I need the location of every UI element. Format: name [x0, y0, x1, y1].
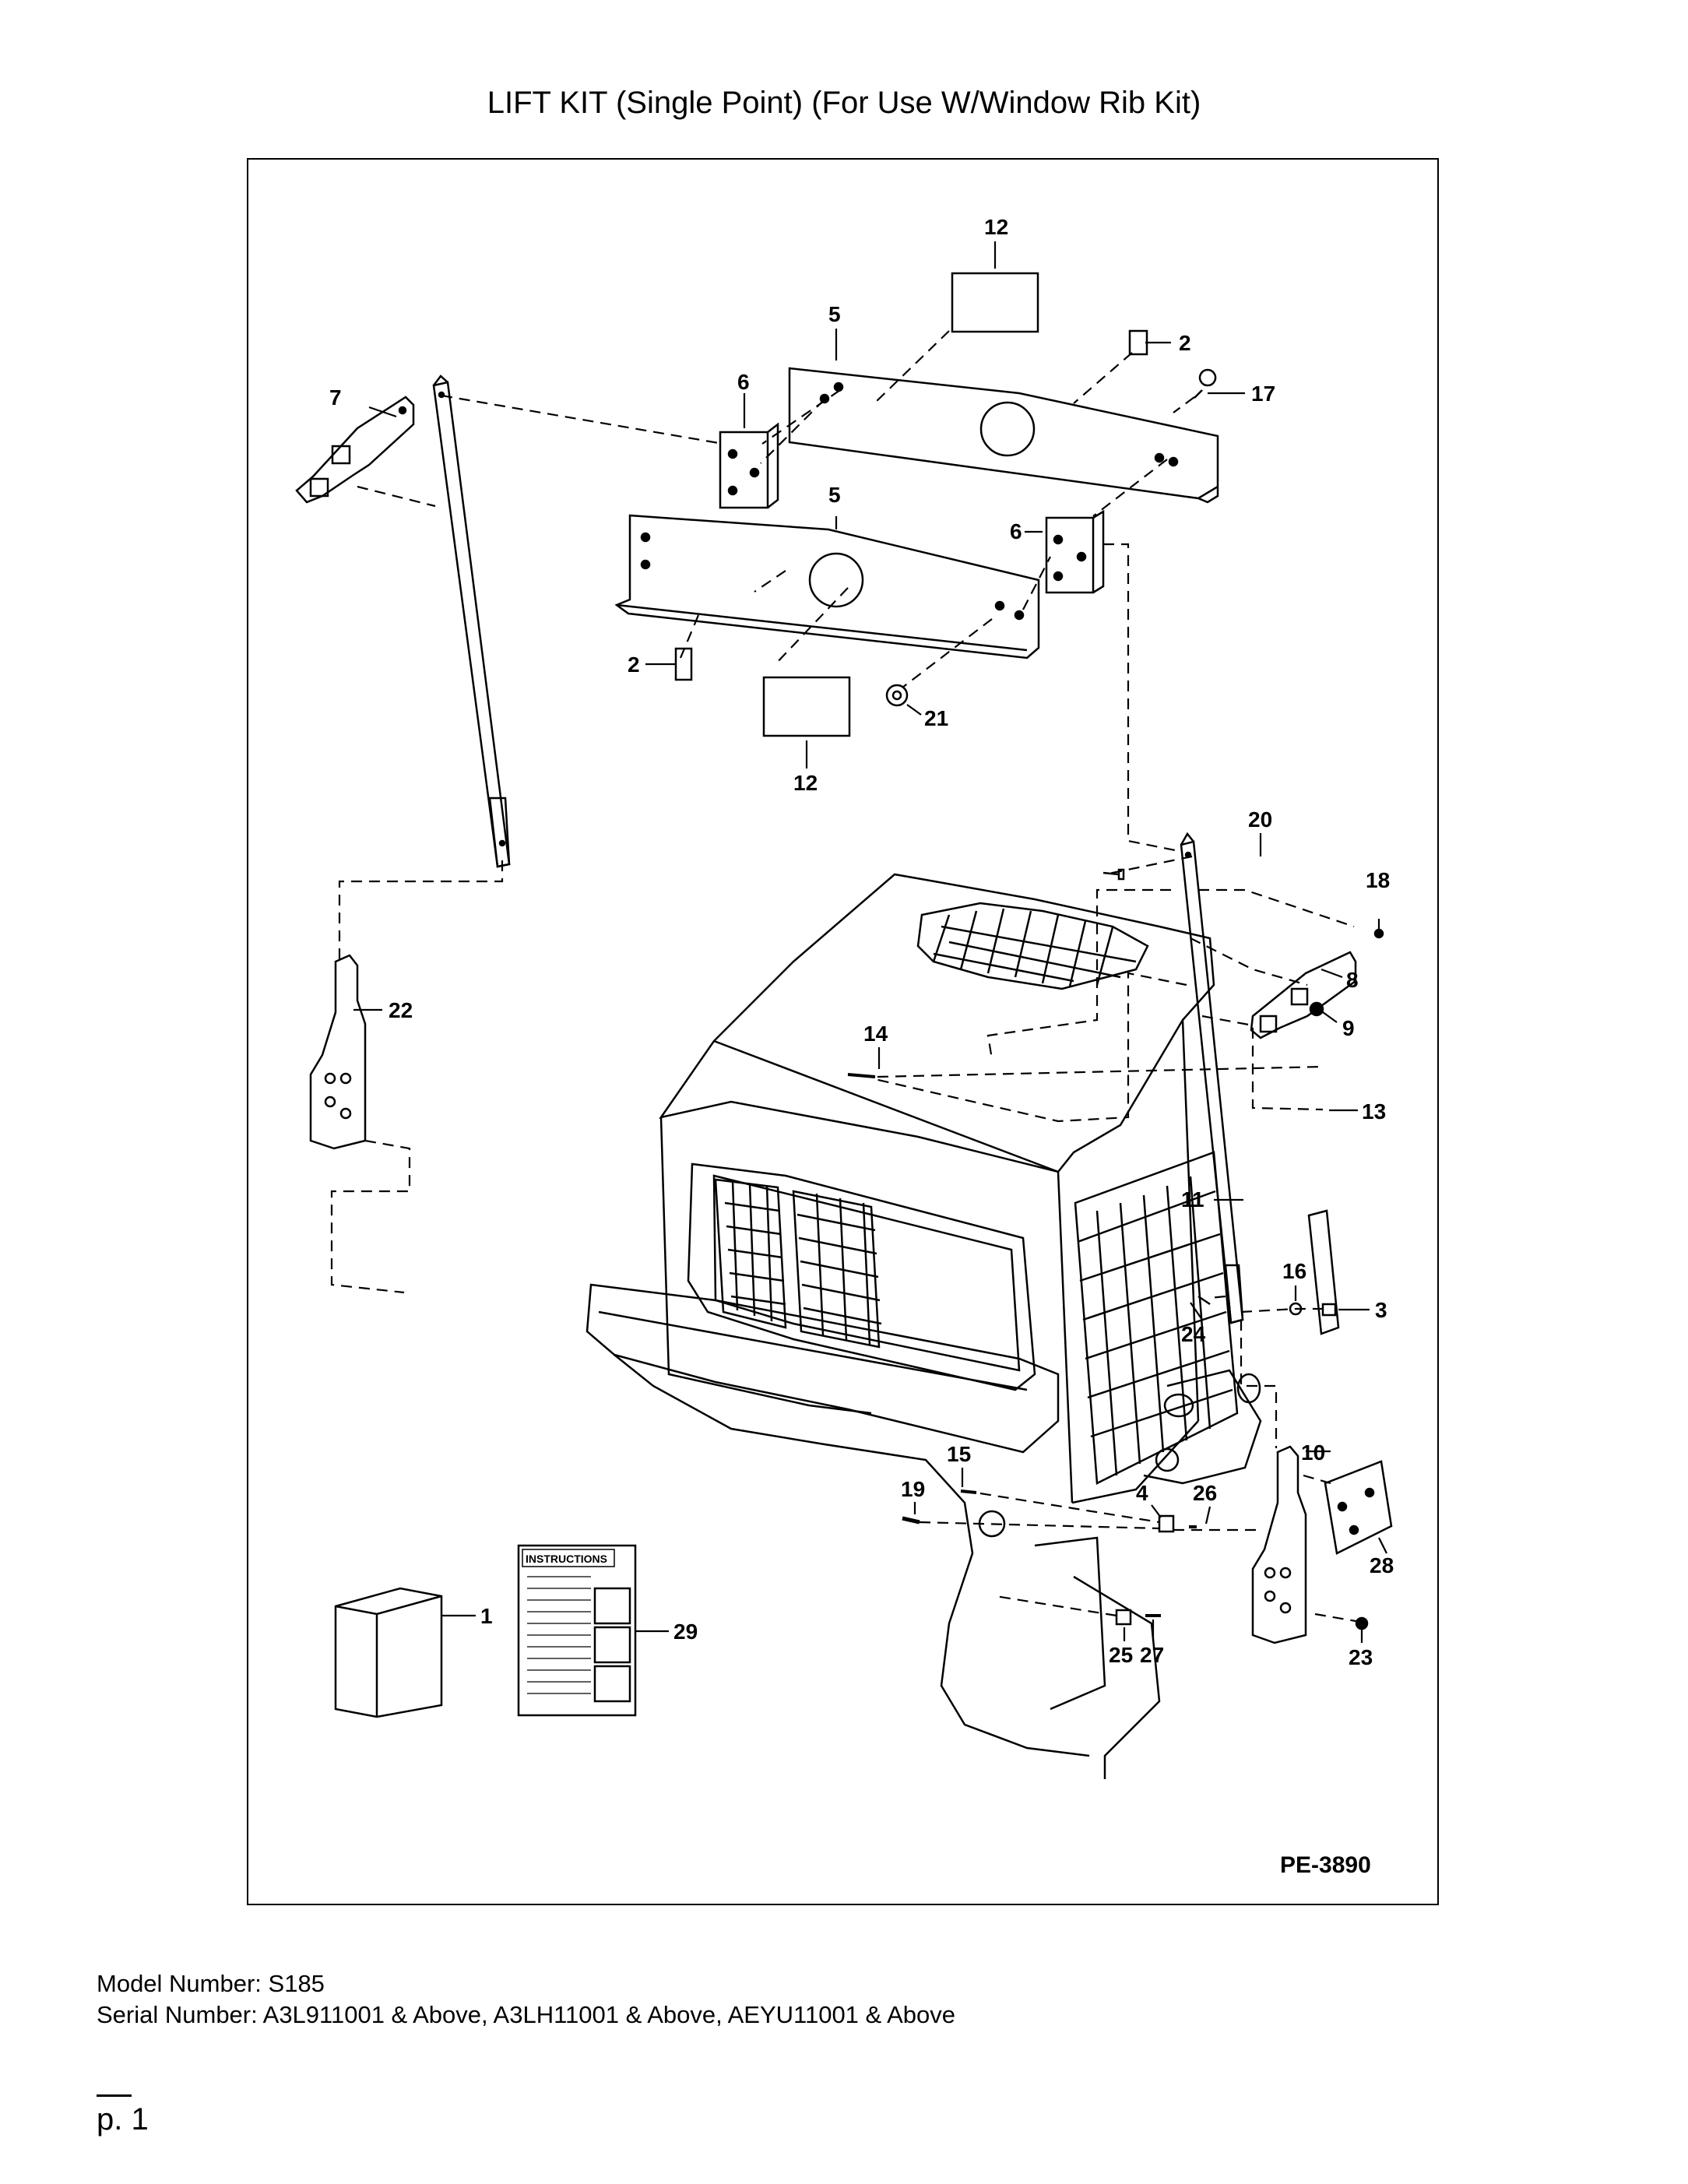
callout-21: 21 [924, 706, 948, 730]
nut-22 [1309, 1001, 1324, 1017]
lift-strap-right [1180, 832, 1244, 1324]
callout-5-lower: 5 [828, 483, 841, 507]
callout-24: 24 [1181, 1322, 1206, 1346]
bolt-19 [902, 1516, 920, 1525]
decal-lower [762, 676, 851, 737]
lift-bar-upper [788, 367, 1219, 504]
pin-14 [847, 1073, 876, 1078]
diagram-code: PE-3890 [1280, 1852, 1371, 1878]
callout-23: 23 [1349, 1645, 1373, 1669]
bracket-7 [295, 396, 415, 504]
page-number: p. 1 [97, 2102, 149, 2137]
page-title: LIFT KIT (Single Point) (For Use W/Windo… [487, 86, 1201, 120]
callout-2-upper: 2 [1179, 331, 1191, 355]
callout-4: 4 [1136, 1481, 1148, 1505]
callout-6-upper: 6 [737, 370, 750, 394]
callout-1: 1 [480, 1604, 493, 1628]
callout-13: 13 [1362, 1099, 1386, 1124]
bolt-17 [1194, 368, 1217, 399]
plate-28 [1324, 1460, 1393, 1555]
callout-5-upper: 5 [828, 302, 841, 326]
callout-12-lower: 12 [793, 771, 818, 795]
callout-10: 10 [1301, 1440, 1325, 1465]
diagram-frame: 12 5 2 17 7 6 5 6 2 21 12 20 18 8 22 9 1… [247, 158, 1439, 1905]
assembly-lines [330, 330, 1361, 1623]
callout-27: 27 [1140, 1643, 1164, 1667]
callout-8: 8 [1346, 968, 1359, 992]
callout-6-lower: 6 [1010, 519, 1022, 543]
decal-13 [1307, 1209, 1340, 1335]
part-2-upper [1128, 329, 1148, 356]
callout-3: 3 [1375, 1298, 1387, 1322]
callout-12-upper: 12 [984, 215, 1008, 239]
callout-25: 25 [1109, 1643, 1133, 1667]
callout-11: 11 [1181, 1187, 1204, 1212]
block-25 [1115, 1609, 1132, 1626]
decal-upper [951, 272, 1039, 333]
serial-number: Serial Number: A3L911001 & Above, A3LH11… [97, 2001, 956, 2028]
instructions-sheet [517, 1544, 637, 1717]
callout-9: 22 [389, 998, 413, 1022]
callout-20: 20 [1248, 807, 1272, 832]
callout-7: 7 [329, 385, 342, 410]
callout-17: 17 [1251, 382, 1275, 406]
callout-22: 9 [1342, 1016, 1355, 1040]
kit-box [334, 1587, 443, 1718]
bolt-15 [960, 1489, 977, 1494]
callout-19: 19 [901, 1477, 925, 1501]
callout-29: 29 [673, 1620, 698, 1644]
callout-18: 18 [1366, 868, 1390, 892]
callout-14: 14 [863, 1022, 888, 1046]
part-24 [1197, 1295, 1211, 1306]
block-4 [1158, 1514, 1175, 1533]
model-number: Model Number: S185 [97, 1970, 325, 1997]
callout-2-lower: 2 [628, 652, 640, 677]
callout-16: 16 [1282, 1259, 1306, 1283]
nut-18 [1373, 928, 1384, 939]
nut-23 [1355, 1616, 1369, 1630]
bracket-10 [1251, 1445, 1307, 1644]
spacer-plate-left [719, 422, 779, 509]
lift-bar-lower [614, 514, 1040, 659]
bracket-8 [1250, 951, 1357, 1039]
leader-lines [353, 241, 1387, 1643]
page-number-rule [97, 2094, 132, 2097]
exploded-parts-diagram: 12 5 2 17 7 6 5 6 2 21 12 20 18 8 22 9 1… [295, 215, 1394, 1878]
spacer-3 [1321, 1303, 1337, 1317]
bracket-9 [309, 954, 367, 1150]
spacer-plate-right [1045, 509, 1105, 594]
bolt-20 [1102, 868, 1125, 881]
callout-26: 26 [1193, 1481, 1217, 1505]
instructions-header: INSTRUCTIONS [526, 1553, 607, 1565]
part-2-lower [674, 647, 693, 681]
cab-outline [586, 873, 1262, 1779]
lift-strap-left [432, 375, 511, 868]
model-info: Model Number: S185 Serial Number: A3L911… [97, 1968, 955, 2031]
callout-labels: 12 5 2 17 7 6 5 6 2 21 12 20 18 8 22 9 1… [329, 215, 1394, 1878]
callout-15: 15 [947, 1442, 971, 1466]
nut-21 [885, 684, 909, 707]
callout-28: 28 [1370, 1553, 1394, 1577]
